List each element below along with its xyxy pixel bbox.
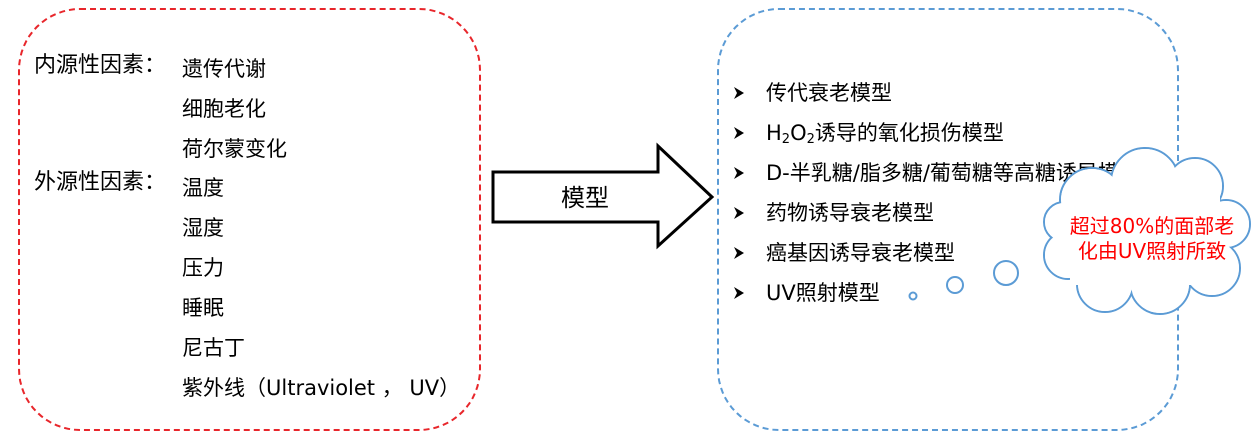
arrow-bullet-icon	[731, 120, 747, 146]
h2o2-subscript-2: 2	[806, 132, 815, 147]
exogenous-item-nicotine: 尼古丁	[182, 336, 245, 360]
model-item-drug-induced: 药物诱导衰老模型	[766, 201, 934, 225]
exogenous-item-ultraviolet: 紫外线（Ultraviolet ， UV）	[182, 376, 461, 400]
exogenous-item-sleep: 睡眠	[182, 296, 224, 320]
model-item-uv-irradiation: UV照射模型	[766, 281, 880, 305]
endogenous-item-genetic-metabolism: 遗传代谢	[182, 57, 266, 81]
model-item-h2o2-oxidative-damage: H2O2诱导的氧化损伤模型	[766, 120, 1004, 146]
arrow-bullet-icon	[731, 280, 747, 306]
h2o2-h: H	[766, 121, 782, 145]
exogenous-factors-label: 外源性因素：	[34, 170, 167, 195]
thought-bubble-small	[908, 291, 918, 301]
exogenous-item-humidity: 湿度	[182, 216, 224, 240]
arrow-bullet-icon	[731, 240, 747, 266]
thought-bubble-large	[993, 260, 1019, 286]
thought-bubble-medium	[946, 276, 964, 294]
model-item-oncogene-induced: 癌基因诱导衰老模型	[766, 241, 955, 265]
endogenous-item-cell-aging: 细胞老化	[182, 97, 266, 121]
arrow-bullet-icon	[731, 160, 747, 186]
exogenous-item-temperature: 温度	[182, 176, 224, 200]
arrow-bullet-icon	[731, 80, 747, 106]
internal-external-factors-box	[18, 8, 481, 431]
h2o2-subscript-1: 2	[781, 132, 791, 147]
arrow-bullet-icon	[731, 200, 747, 226]
h2o2-rest: 诱导的氧化损伤模型	[814, 121, 1004, 145]
h2o2-o: O	[790, 121, 807, 145]
endogenous-factors-label: 内源性因素：	[34, 53, 167, 78]
endogenous-item-hormone-change: 荷尔蒙变化	[182, 137, 287, 161]
callout-text: 超过80%的面部老 化由UV照射所致	[1069, 214, 1235, 263]
arrow-label: 模型	[561, 184, 609, 212]
model-item-passage-aging: 传代衰老模型	[766, 81, 892, 105]
exogenous-item-pressure: 压力	[182, 256, 224, 280]
